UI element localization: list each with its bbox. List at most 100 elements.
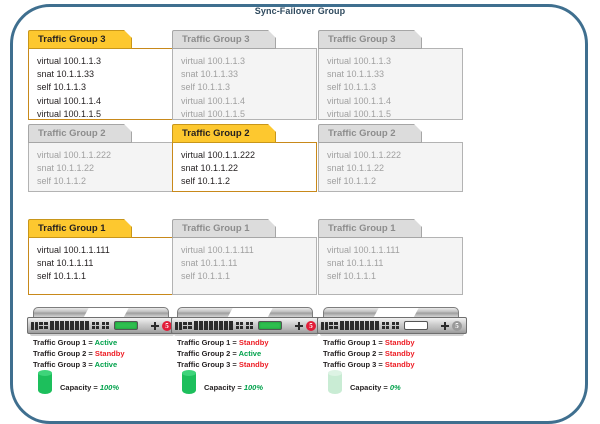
traffic-group-entry: virtual 100.1.1.3: [181, 56, 246, 66]
traffic-group-title: Traffic Group 1: [318, 219, 422, 238]
chassis-shadow: [174, 334, 318, 336]
bigip-device-3[interactable]: 5: [317, 307, 467, 336]
capacity-value: 100%: [243, 383, 264, 392]
port-grid-b: [102, 322, 109, 329]
port-grid-a: [92, 322, 99, 329]
port-bank: [340, 321, 379, 330]
capacity-label-text: Capacity =: [204, 383, 242, 392]
f5-logo-icon: 5: [452, 320, 462, 331]
status-badge: Active: [94, 338, 118, 347]
traffic-group-entry: self 10.1.1.1: [181, 271, 231, 282]
port-bank: [50, 321, 89, 330]
capacity-cylinder-icon: [328, 370, 342, 394]
traffic-group-box[interactable]: Traffic Group 3 virtual 100.1.1.3 snat 10.…: [172, 30, 317, 120]
chassis-shadow: [320, 334, 464, 336]
status-badge: Standby: [384, 349, 415, 358]
chassis-right-cluster: 5: [441, 320, 462, 331]
traffic-group-entry: snat 10.1.1.11: [37, 258, 94, 269]
capacity-label-text: Capacity =: [60, 383, 98, 392]
traffic-group-box[interactable]: Traffic Group 2 virtual 100.1.1.222 snat 1…: [28, 124, 173, 192]
port-grid-b: [246, 322, 253, 329]
port-bank: [194, 321, 233, 330]
traffic-group-entry: self 10.1.1.3: [37, 82, 87, 93]
status-label: Traffic Group 1 =: [33, 338, 93, 347]
capacity-label-text: Capacity =: [350, 383, 388, 392]
status-label: Traffic Group 2 =: [323, 349, 383, 358]
traffic-group-title: Traffic Group 2: [172, 124, 276, 143]
traffic-group-entry: self 10.1.1.2: [327, 176, 377, 187]
network-icon: [151, 321, 159, 330]
traffic-group-entry: virtual 100.1.1.5: [181, 108, 246, 119]
traffic-group-status-row: Traffic Group 3 = Standby: [323, 359, 415, 370]
traffic-group-entry: virtual 100.1.1.4: [327, 95, 392, 106]
capacity-cylinder-icon: [182, 370, 196, 394]
traffic-group-entry: virtual 100.1.1.111: [327, 245, 400, 255]
status-label: Traffic Group 2 =: [33, 349, 93, 358]
port-grid-a: [236, 322, 243, 329]
traffic-group-status-row: Traffic Group 2 = Standby: [323, 348, 415, 359]
bigip-device-1[interactable]: 5: [27, 307, 177, 336]
capacity-indicator: Capacity = 100%: [182, 370, 263, 394]
traffic-group-title: Traffic Group 1: [28, 219, 132, 238]
traffic-group-entry: virtual 100.1.1.222: [327, 150, 402, 160]
traffic-group-status-row: Traffic Group 3 = Active: [33, 359, 125, 370]
traffic-group-title: Traffic Group 3: [318, 30, 422, 49]
capacity-value: 0%: [389, 383, 401, 392]
traffic-group-title: Traffic Group 2: [28, 124, 132, 143]
chassis-right-cluster: 5: [295, 320, 316, 331]
traffic-group-entry: snat 10.1.1.22: [37, 163, 95, 174]
traffic-group-entry: virtual 100.1.1.4: [37, 95, 102, 106]
network-icon: [295, 321, 303, 330]
status-badge: Standby: [94, 349, 125, 358]
traffic-group-entries: virtual 100.1.1.111 snat 10.1.1.11 self 10…: [318, 237, 463, 295]
traffic-group-entry: virtual 100.1.1.222: [37, 150, 112, 160]
bigip-device-2[interactable]: 5: [171, 307, 321, 336]
traffic-group-status-row: Traffic Group 3 = Standby: [177, 359, 269, 370]
traffic-group-entry: self 10.1.1.3: [181, 82, 231, 93]
traffic-group-status-row: Traffic Group 1 = Standby: [323, 337, 415, 348]
traffic-group-entry: virtual 100.1.1.4: [181, 95, 246, 106]
lcd-panel: [258, 321, 282, 330]
traffic-group-status-row: Traffic Group 1 = Standby: [177, 337, 269, 348]
traffic-group-entry: snat 10.1.1.22: [327, 163, 385, 174]
traffic-group-entries: virtual 100.1.1.3 snat 10.1.1.33 self 10.1…: [172, 48, 317, 120]
capacity-label: Capacity = 100%: [60, 383, 119, 392]
status-badge: Standby: [384, 338, 415, 347]
f5-logo-icon: 5: [162, 320, 172, 331]
status-label: Traffic Group 3 =: [33, 360, 93, 369]
traffic-group-title: Traffic Group 3: [172, 30, 276, 49]
chassis-front-panel: 5: [171, 317, 321, 334]
traffic-group-entry: snat 10.1.1.11: [181, 258, 238, 269]
status-label: Traffic Group 3 =: [323, 360, 383, 369]
traffic-group-status-row: Traffic Group 2 = Standby: [33, 348, 125, 359]
status-label: Traffic Group 3 =: [177, 360, 237, 369]
traffic-group-entry: snat 10.1.1.33: [327, 69, 385, 80]
status-badge: Standby: [238, 338, 269, 347]
traffic-group-entry: virtual 100.1.1.222: [181, 150, 256, 160]
chassis-right-cluster: 5: [151, 320, 172, 331]
traffic-group-entry: self 10.1.1.1: [327, 271, 377, 282]
traffic-group-title: Traffic Group 3: [28, 30, 132, 49]
capacity-value: 100%: [99, 383, 120, 392]
traffic-group-entry: snat 10.1.1.11: [327, 258, 384, 269]
traffic-group-entry: snat 10.1.1.33: [181, 69, 239, 80]
traffic-group-status-row: Traffic Group 1 = Active: [33, 337, 125, 348]
traffic-group-title: Traffic Group 1: [172, 219, 276, 238]
status-badge: Active: [238, 349, 262, 358]
traffic-group-box[interactable]: Traffic Group 1 virtual 100.1.1.111 snat 1…: [318, 219, 463, 295]
